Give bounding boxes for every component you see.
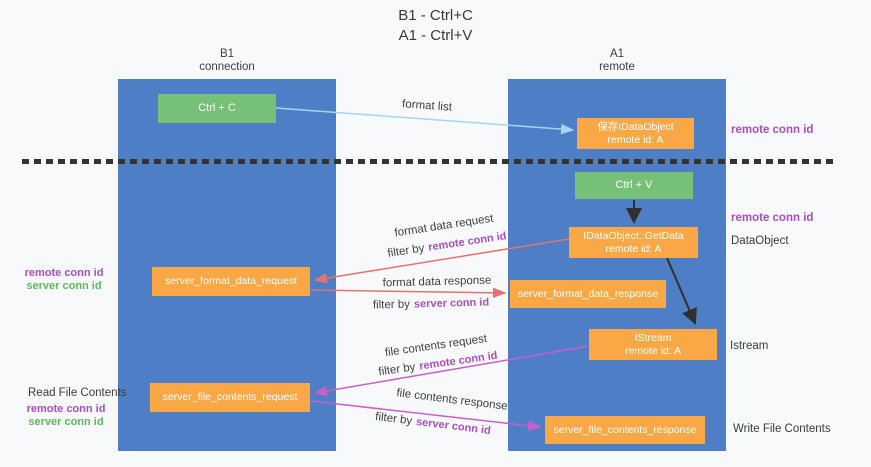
lane-b1-role: connection — [199, 61, 255, 73]
node-server-format-data-request: server_format_data_request — [152, 267, 310, 296]
label-read-file-contents: Read File Contents — [28, 387, 127, 399]
lane-header-b1: B1 connection — [157, 48, 297, 74]
node-getdata-line1: IDataObject::GetData — [583, 229, 684, 242]
node-format-response-label: server_format_data_response — [517, 287, 659, 300]
label-remote-conn-id-top-right: remote conn id — [731, 124, 814, 136]
filter-server-conn-id: server conn id — [413, 296, 490, 311]
phase-divider-dashed-line — [22, 159, 833, 164]
title-line-1: B1 - Ctrl+C — [398, 7, 473, 24]
node-save-idataobject-line1: 保存IDataObject — [597, 120, 674, 133]
label-remote-conn-id-left1: remote conn id — [24, 267, 104, 279]
label-remote-conn-id-mid-right: remote conn id — [731, 212, 814, 224]
node-server-file-contents-request: server_file_contents_request — [150, 383, 310, 412]
arrow-format-list — [275, 107, 575, 135]
node-ctrl-c: Ctrl + C — [158, 94, 276, 123]
arrow-format-data-request — [313, 238, 570, 284]
diagram-title: B1 - Ctrl+C A1 - Ctrl+V — [0, 6, 871, 46]
lane-a1-role: remote — [599, 61, 635, 73]
label-conn-ids-file: remote conn id server conn id — [24, 403, 108, 429]
lane-b1-name: B1 — [219, 48, 235, 60]
lane-header-a1: A1 remote — [547, 48, 687, 74]
label-dataobject: DataObject — [731, 235, 789, 247]
label-server-conn-id-left2: server conn id — [28, 416, 104, 428]
node-file-request-label: server_file_contents_request — [162, 391, 298, 403]
label-write-file-contents: Write File Contents — [733, 423, 831, 435]
arrow-file-contents-response — [310, 400, 542, 431]
node-idataobject-getdata: IDataObject::GetData remote id: A — [569, 227, 698, 258]
filter-by-text: filter by — [372, 298, 411, 312]
node-ctrl-v-label: Ctrl + V — [615, 179, 653, 191]
arrow-getdata-to-istream — [666, 257, 697, 325]
node-ctrl-c-label: Ctrl + C — [198, 102, 236, 114]
node-istream-line1: IStream — [634, 331, 672, 344]
node-save-idataobject-line2: remote id: A — [607, 133, 664, 146]
label-server-conn-id-left1: server conn id — [26, 280, 102, 292]
arrow-file-contents-request — [313, 345, 590, 397]
node-ctrl-v: Ctrl + V — [575, 172, 693, 199]
node-file-response-label: server_file_contents_response — [553, 423, 697, 436]
label-conn-ids-format: remote conn id server conn id — [22, 267, 106, 293]
node-istream-line2: remote id: A — [624, 344, 682, 357]
label-istream: Istream — [730, 340, 769, 352]
title-line-2: A1 - Ctrl+V — [398, 27, 473, 44]
node-getdata-line2: remote id: A — [605, 242, 662, 255]
node-save-idataobject: 保存IDataObject remote id: A — [577, 118, 694, 149]
label-remote-conn-id-left2: remote conn id — [26, 403, 106, 415]
node-server-format-data-response: server_format_data_response — [510, 280, 666, 308]
node-istream: IStream remote id: A — [589, 329, 717, 360]
arrow-format-data-response — [310, 287, 507, 299]
node-format-request-label: server_format_data_request — [165, 275, 297, 287]
node-server-file-contents-response: server_file_contents_response — [545, 416, 705, 444]
lane-a1-name: A1 — [609, 48, 625, 60]
